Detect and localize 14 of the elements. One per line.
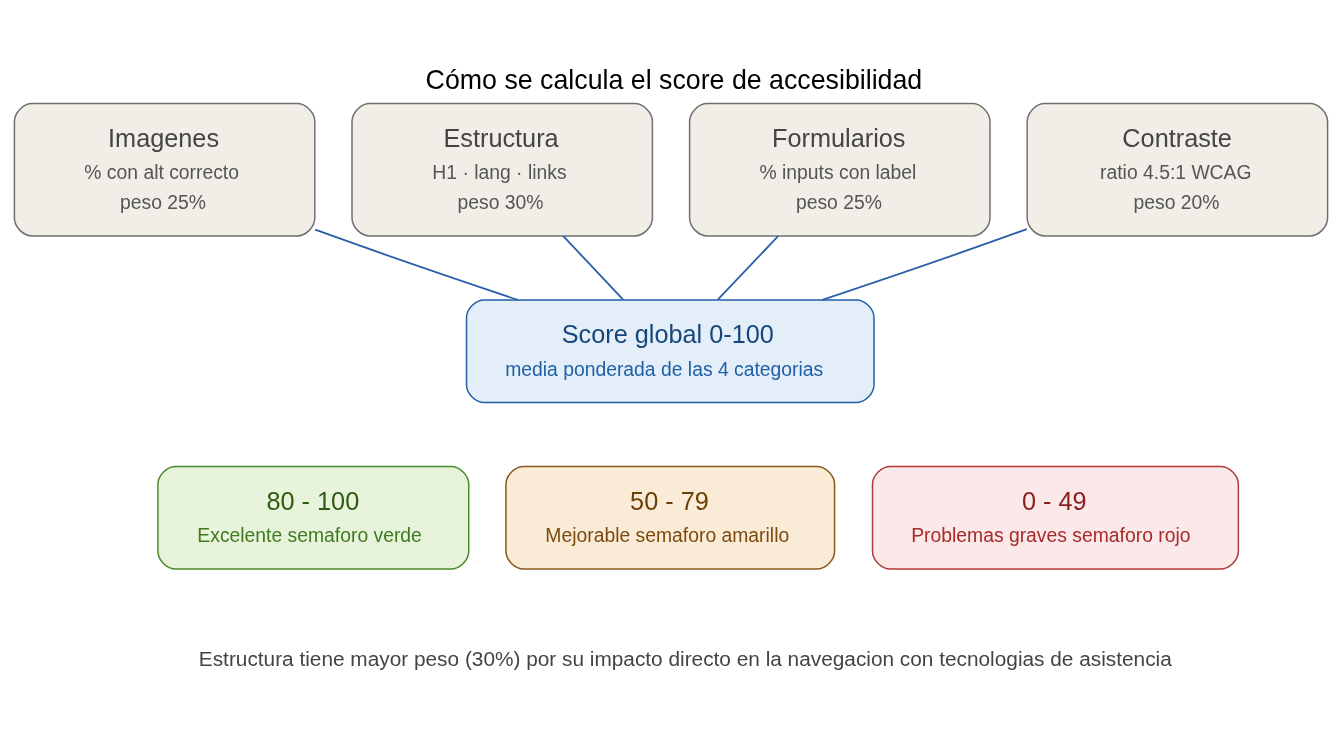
connector [821, 228, 1028, 301]
node-box: Imagenes % con alt correcto peso 25% [13, 102, 316, 237]
node-box: 0 - 49 Problemas graves semaforo rojo [871, 465, 1240, 570]
connector [562, 235, 624, 301]
node-box: Estructura H1 · lang · links peso 30% [351, 102, 654, 237]
diagram-title: Cómo se calcula el score de accesibilidad [425, 65, 923, 96]
caption: Estructura tiene mayor peso (30%) por su impacto directo en la navegacion con tecnologias de asistencia [198, 647, 1172, 671]
node-box: Score global 0-100 media ponderada de las 4 categorias [465, 299, 875, 404]
connector [314, 228, 519, 301]
node-box: 80 - 100 Excelente semaforo verde [157, 465, 470, 570]
node-box: Formularios % inputs con label peso 25% [688, 102, 991, 237]
node-box: 50 - 79 Mejorable semaforo amarillo [505, 465, 836, 570]
node-box: Contraste ratio 4.5:1 WCAG peso 20% [1026, 102, 1329, 237]
connector [716, 235, 779, 301]
